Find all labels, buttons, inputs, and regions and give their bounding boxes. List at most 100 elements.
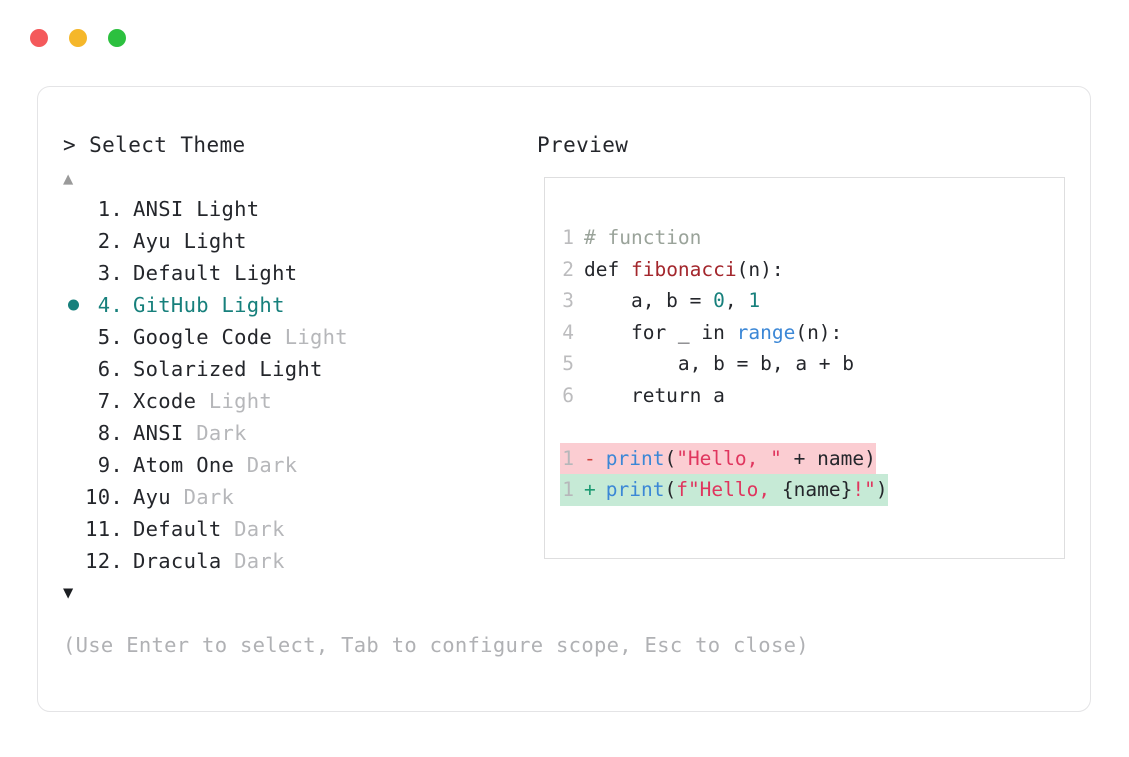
diff-line: 1 - print("Hello, " + name) (560, 442, 1058, 475)
maximize-button[interactable] (108, 29, 126, 47)
line-number: 6 (562, 383, 574, 407)
code-token: # function (584, 226, 702, 249)
window-traffic-lights (30, 29, 126, 47)
line-number: 1 (562, 226, 574, 249)
spacer (123, 197, 133, 221)
theme-list-item[interactable]: 7. Xcode Light (63, 385, 493, 417)
theme-item-variant: Light (208, 293, 285, 317)
minimize-button[interactable] (69, 29, 87, 47)
theme-item-number: 10. (85, 485, 123, 509)
theme-item-variant: Light (183, 197, 260, 221)
theme-list-item[interactable]: 1. ANSI Light (63, 193, 493, 225)
code-line: 4 for _ in range(n): (560, 317, 1058, 349)
theme-item-name: Atom One (133, 453, 235, 477)
theme-list-item[interactable]: 12. Dracula Dark (63, 545, 493, 577)
theme-item-variant: Light (221, 261, 298, 285)
theme-item-name: Ayu (133, 229, 171, 253)
spacer (574, 254, 584, 286)
code-token: + name (781, 446, 865, 470)
code-token: a, b = (584, 289, 714, 312)
theme-item-number: 12. (85, 549, 123, 573)
code-token: return a (584, 383, 725, 407)
code-token: ) (875, 478, 888, 501)
theme-item-number: 7. (97, 389, 123, 413)
code-blank-line (560, 411, 1058, 443)
preview-title: Preview (537, 133, 629, 157)
spacer (574, 474, 584, 506)
spacer (574, 222, 584, 254)
theme-list-item[interactable]: 8. ANSI Dark (63, 417, 493, 449)
theme-item-number: 1. (97, 197, 123, 221)
code-line: 1 # function (560, 222, 1058, 254)
selected-bullet-icon (68, 299, 79, 311)
code-token: !" (852, 478, 876, 501)
theme-item-name: ANSI (133, 197, 184, 221)
diff-line-plus: 1 + print(f"Hello, {name}!") (560, 474, 888, 506)
spacer (596, 443, 606, 475)
theme-list-item[interactable]: 4. GitHub Light (63, 289, 493, 321)
code-token: , (724, 289, 749, 312)
theme-list-item[interactable]: 6. Solarized Light (63, 353, 493, 385)
code-line: 2 def fibonacci(n): (560, 254, 1058, 286)
theme-item-name: Solarized (133, 357, 247, 381)
spacer (574, 317, 584, 349)
diff-line-minus: 1 - print("Hello, " + name) (560, 442, 876, 475)
code-token: for _ in (584, 320, 737, 344)
spacer (123, 389, 133, 413)
spacer (123, 517, 133, 541)
scroll-down-icon[interactable]: ▼ (63, 583, 74, 603)
theme-item-number: 2. (97, 229, 123, 253)
code-token: (n): (736, 257, 784, 281)
spacer (123, 357, 133, 381)
theme-item-name: Google Code (133, 325, 273, 349)
spacer (596, 474, 606, 506)
theme-list-item[interactable]: 9. Atom One Dark (63, 449, 493, 481)
code-line: 6 return a (560, 380, 1058, 412)
scroll-up-icon[interactable]: ▲ (63, 169, 74, 189)
theme-item-variant: Light (272, 325, 348, 349)
code-token: def (584, 257, 631, 281)
code-line: 5 a, b = b, a + b (560, 348, 1058, 380)
spacer (574, 380, 584, 412)
spacer (123, 325, 133, 349)
code-token: ( (664, 478, 677, 501)
theme-list-item[interactable]: 5. Google Code Light (63, 321, 493, 353)
line-number: 1 (562, 446, 574, 470)
spacer (574, 348, 584, 380)
spacer (123, 261, 133, 285)
theme-item-variant: Dark (221, 517, 285, 541)
theme-item-variant: Dark (183, 421, 247, 445)
close-button[interactable] (30, 29, 48, 47)
theme-item-number: 11. (85, 517, 123, 541)
spacer (123, 229, 133, 253)
diff-line: 1 + print(f"Hello, {name}!") (560, 474, 1058, 506)
theme-item-variant: Dark (170, 485, 235, 509)
theme-item-name: Default (133, 517, 222, 541)
theme-item-number: 4. (97, 293, 123, 317)
theme-item-number: 3. (97, 261, 123, 285)
code-token: ( (664, 446, 677, 470)
diff-sign: + (584, 478, 596, 501)
spacer (574, 443, 584, 475)
theme-list-item[interactable]: 3. Default Light (63, 257, 493, 289)
code-token: fibonacci (630, 257, 737, 281)
theme-item-variant: Light (170, 229, 247, 253)
theme-list-item[interactable]: 10. Ayu Dark (63, 481, 493, 513)
spacer (123, 485, 133, 509)
spacer (123, 421, 133, 445)
theme-list-item[interactable]: 11. Default Dark (63, 513, 493, 545)
theme-item-name: Default (133, 261, 222, 285)
line-number: 1 (562, 478, 574, 501)
theme-item-number: 9. (97, 453, 123, 477)
theme-item-name: ANSI (133, 421, 184, 445)
spacer (574, 285, 584, 317)
code-line: 3 a, b = 0, 1 (560, 285, 1058, 317)
page-title: > Select Theme (63, 133, 246, 157)
spacer (123, 549, 133, 573)
theme-list-item[interactable]: 2. Ayu Light (63, 225, 493, 257)
theme-picker-card: > Select Theme Preview ▲ ▼ 1. ANSI Light… (37, 86, 1091, 712)
